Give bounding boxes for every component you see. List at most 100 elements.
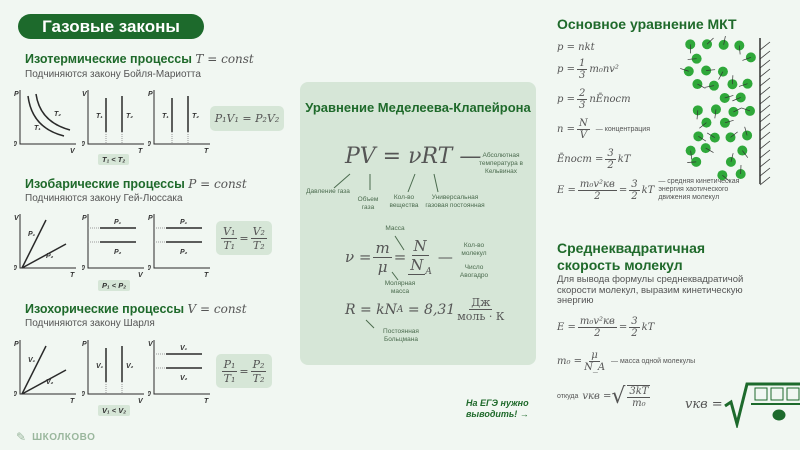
isobaric-subtitle: Подчиняются закону Гей-Люссака: [25, 193, 183, 204]
axes: [19, 90, 76, 145]
svg-text:P₂: P₂: [46, 253, 54, 260]
graph-0-0: P V 0 T₁ T₂: [14, 90, 76, 154]
svg-text:T₁: T₁: [96, 113, 103, 120]
label-amount: Кол-во вещества: [389, 194, 419, 209]
graph-0-1: VT0T₁T₂: [82, 90, 144, 154]
origin-label: 0: [14, 265, 17, 272]
svg-text:T₁: T₁: [34, 125, 41, 132]
y-axis-label: V: [148, 341, 154, 348]
graph-2-2: V T 0 V₁ V₂: [148, 340, 210, 404]
label-boltzmann: Постоянная Больцмана: [383, 328, 419, 343]
x-axis-label: V: [70, 148, 76, 154]
origin-label: 0: [148, 391, 151, 398]
molecule: [685, 39, 696, 50]
graph-1-0: V T 0 P₁ P₂: [14, 214, 76, 278]
wall-hatch: [759, 131, 771, 141]
axes: [153, 340, 210, 395]
label-volume: Объем газа: [357, 196, 379, 211]
graph-2-0: PT0V₁V₂: [14, 340, 76, 404]
origin-label: 0: [82, 265, 85, 272]
wall-hatch: [759, 167, 771, 177]
origin-label: 0: [148, 265, 151, 272]
isochoric-heading: Изохорические процессы V = const: [25, 302, 247, 316]
graph-0-2: PT0T₁T₂: [148, 90, 210, 154]
svg-text:P₁: P₁: [28, 231, 36, 238]
meme-formula: vкв =: [685, 380, 800, 428]
velocity-arrow: [696, 110, 699, 120]
svg-text:V₁: V₁: [180, 345, 188, 352]
molecule: [692, 105, 703, 116]
axes: [19, 214, 76, 269]
isothermal-badge: T₁ < T₂: [98, 154, 130, 165]
svg-text:T₂: T₂: [54, 111, 61, 118]
svg-text:P₁: P₁: [114, 219, 122, 226]
logo: ✎ ШКОЛКОВО: [16, 430, 96, 444]
graph-2-1: PV0V₁V₂: [82, 340, 144, 404]
velocity-arrow: [705, 85, 715, 88]
axes: [87, 90, 144, 145]
origin-label: 0: [14, 391, 17, 398]
x-axis-label: T: [204, 398, 209, 404]
logo-icon: ✎: [16, 430, 27, 444]
wall-hatch: [759, 140, 771, 150]
x-axis-label: T: [204, 272, 209, 278]
wall-hatch: [759, 149, 771, 159]
velocity-arrow: [730, 131, 738, 138]
mendeleev-clapeyron-panel: Уравнение Меделеева-Клапейрона PV = νRT …: [300, 82, 536, 365]
y-axis-label: V: [14, 215, 20, 222]
mkt-title: Основное уравнение МКТ: [557, 16, 737, 32]
velocity-arrow: [705, 147, 714, 153]
label-avogadro: Число Авогадро: [459, 264, 489, 279]
molecules-illustration: [680, 36, 771, 186]
exam-note: На ЕГЭ нужно выводить! →: [466, 398, 529, 419]
wall-hatch: [759, 122, 771, 132]
molecule: [717, 170, 728, 181]
molecule: [683, 66, 694, 77]
page-title: Газовые законы: [18, 14, 204, 39]
velocity-arrow: [738, 83, 748, 87]
x-axis-label: T: [204, 148, 209, 154]
x-axis-label: T: [70, 272, 75, 278]
velocity-arrow: [718, 71, 724, 80]
axes: [153, 214, 210, 269]
x-axis-label: V: [138, 272, 144, 278]
y-axis-label: P: [82, 341, 87, 348]
velocity-arrow: [732, 97, 741, 102]
velocity-arrow: [741, 107, 751, 112]
velocity-arrow: [690, 150, 693, 160]
velocity-arrow: [706, 69, 716, 71]
axes: [87, 214, 144, 269]
origin-label: 0: [82, 391, 85, 398]
svg-text:V₂: V₂: [46, 379, 54, 386]
velocity-arrow: [730, 153, 734, 162]
graph-1-2: PT0P₁P₂: [148, 214, 210, 278]
origin-label: 0: [14, 141, 17, 148]
svg-text:P₁: P₁: [180, 219, 188, 226]
svg-text:V₂: V₂: [180, 375, 188, 382]
velocity-arrow: [738, 45, 741, 55]
axes: [87, 340, 144, 395]
annotation-lines: [333, 173, 439, 329]
meme-sqrt-cats-over-ham: [723, 382, 800, 428]
molecule: [700, 143, 711, 154]
molecule: [734, 40, 745, 51]
wall-hatch: [759, 59, 771, 69]
label-pressure: Давление газа: [306, 188, 350, 195]
molecule: [701, 65, 712, 76]
mkt-formula-1: p = nkt: [557, 42, 595, 53]
rms-title: Среднеквадратичная скорость молекул: [557, 240, 706, 273]
ideal-gas-equation: PV = νRT —: [345, 144, 482, 169]
velocity-arrow: [698, 136, 707, 142]
wall-hatch: [759, 158, 771, 168]
velocity-arrow: [742, 150, 749, 158]
wall-hatch: [759, 41, 771, 51]
velocity-arrow: [733, 107, 742, 113]
rms-text: Для вывода формулы среднеквадратичой ско…: [557, 274, 744, 306]
y-axis-label: P: [14, 91, 19, 98]
molecule: [725, 156, 736, 167]
wall-hatch: [759, 104, 771, 114]
